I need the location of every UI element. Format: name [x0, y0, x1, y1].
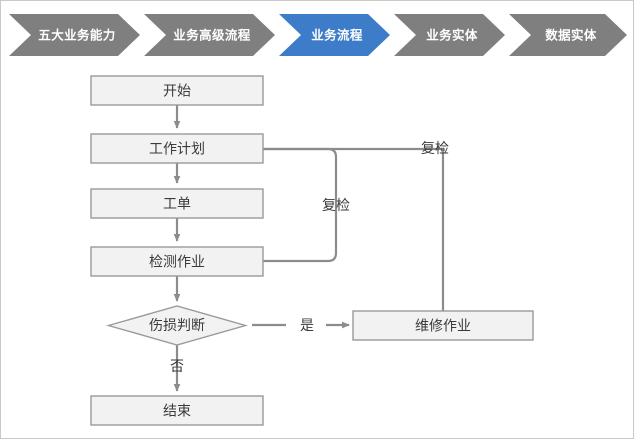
- chevron-shape: [394, 14, 505, 56]
- breadcrumb-item-0[interactable]: 五大业务能力: [9, 14, 140, 56]
- chevron-shape-active: [279, 14, 390, 56]
- breadcrumb-item-label: 五大业务能力: [38, 28, 115, 43]
- chevron-shape: [509, 14, 627, 56]
- breadcrumb: 五大业务能力 业务高级流程 业务流程 业务实体 数据实体: [1, 14, 633, 56]
- node-label: 维修作业: [415, 319, 471, 335]
- breadcrumb-item-4[interactable]: 数据实体: [509, 14, 627, 56]
- node-label: 工单: [163, 197, 191, 213]
- edge-label-yes: 是: [300, 318, 314, 334]
- node-end[interactable]: 结束: [90, 395, 264, 426]
- edge-label-no: 否: [170, 359, 184, 375]
- breadcrumb-item-label: 业务高级流程: [173, 28, 251, 43]
- node-label: 开始: [163, 84, 191, 100]
- node-label: 工作计划: [149, 142, 205, 158]
- edge-label-recheck-inner: 复检: [322, 197, 350, 214]
- node-label: 结束: [163, 404, 191, 420]
- node-shape: [90, 75, 264, 106]
- breadcrumb-svg: 五大业务能力 业务高级流程 业务流程 业务实体 数据实体: [9, 14, 627, 56]
- breadcrumb-item-label: 数据实体: [544, 28, 597, 43]
- node-repair[interactable]: 维修作业: [352, 310, 534, 341]
- node-shape: [90, 188, 264, 219]
- node-shape: [90, 133, 264, 164]
- node-work-order[interactable]: 工单: [90, 188, 264, 219]
- flowchart: 否 是 复检 复检 开始 工作计划 工单: [1, 56, 633, 438]
- chevron-shape: [144, 14, 275, 56]
- node-label: 检测作业: [149, 255, 205, 271]
- node-shape-diamond: [105, 305, 249, 346]
- node-inspection[interactable]: 检测作业: [90, 246, 264, 277]
- node-shape: [90, 395, 264, 426]
- edge-repair-to-plan-recheck: [186, 145, 445, 311]
- node-label: 伤损判断: [149, 318, 205, 334]
- node-work-plan[interactable]: 工作计划: [90, 133, 264, 164]
- node-damage-decision[interactable]: 伤损判断: [105, 305, 249, 346]
- edge-label-recheck-outer: 复检: [421, 140, 449, 157]
- node-shape: [352, 310, 534, 341]
- breadcrumb-item-label: 业务实体: [426, 28, 478, 43]
- breadcrumb-item-label-active: 业务流程: [311, 28, 363, 43]
- breadcrumb-item-3[interactable]: 业务实体: [394, 14, 505, 56]
- node-shape: [90, 246, 264, 277]
- breadcrumb-item-2[interactable]: 业务流程: [279, 14, 390, 56]
- flowchart-svg: 否 是 复检 复检 开始 工作计划 工单: [90, 75, 534, 426]
- chevron-shape: [9, 14, 140, 56]
- node-start[interactable]: 开始: [90, 75, 264, 106]
- breadcrumb-item-1[interactable]: 业务高级流程: [144, 14, 275, 56]
